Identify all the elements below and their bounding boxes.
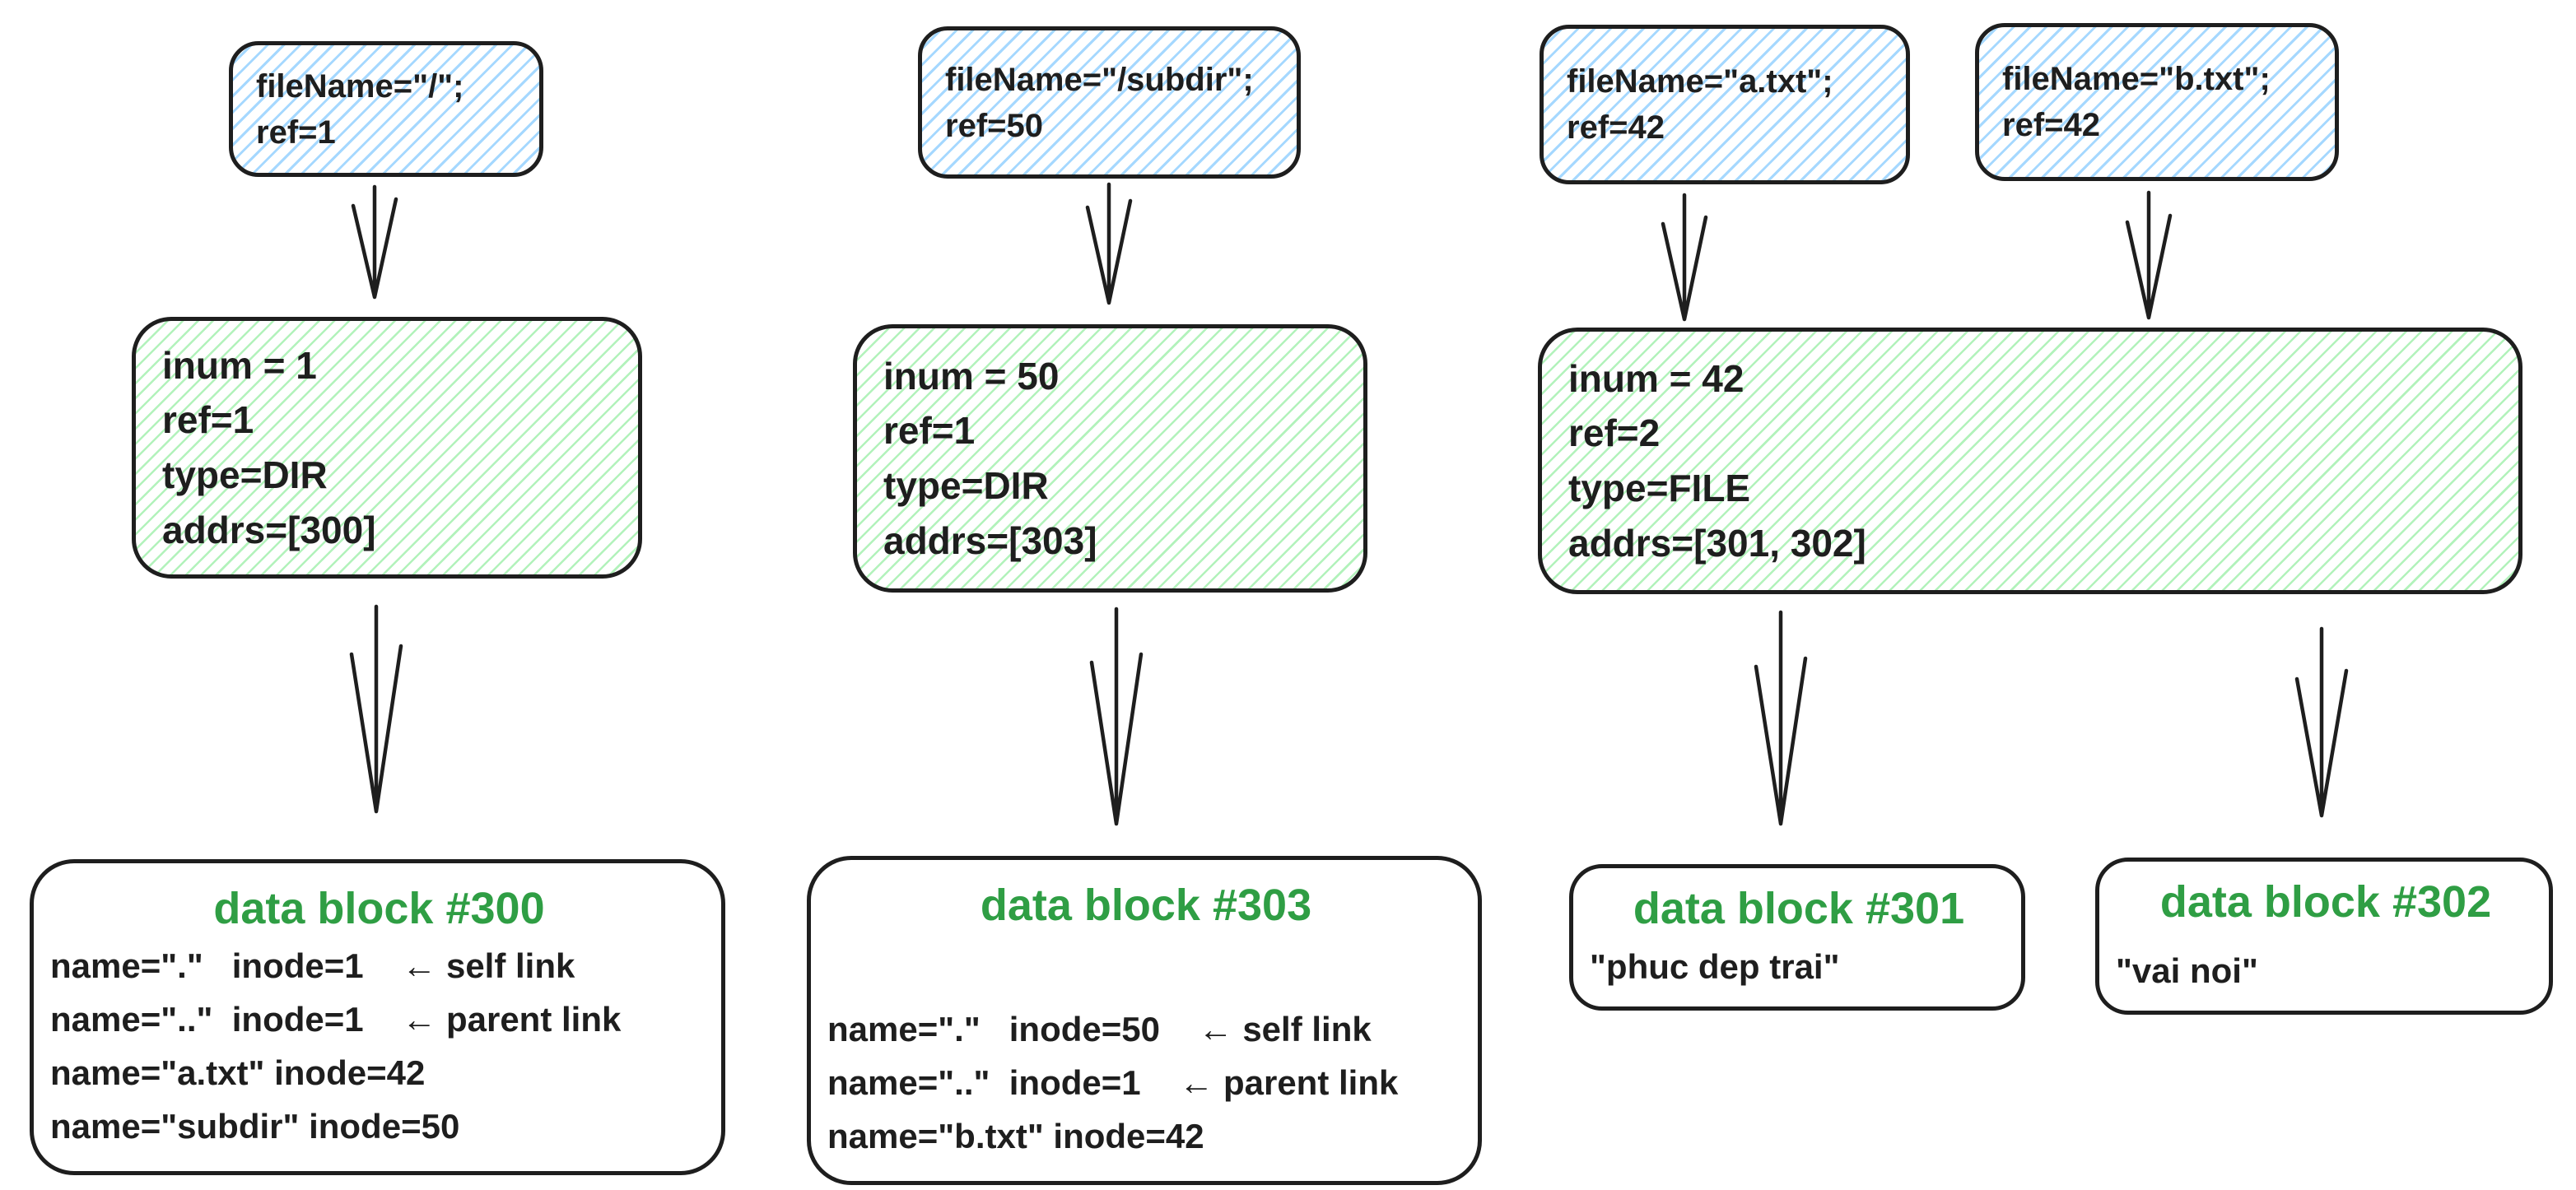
- file-descriptor-subdir-ref: ref=50: [945, 107, 1043, 144]
- file-descriptor-root-ref: ref=1: [256, 114, 336, 151]
- data-block-300-entry-self: name="." inode=1 ← self link: [50, 946, 575, 985]
- file-descriptor-box-subdir: fileName="/subdir"; ref=50: [918, 26, 1301, 179]
- data-block-302-file-content: "vai noi": [2116, 951, 2258, 990]
- file-descriptor-b-txt-name: fileName="b.txt";: [2002, 61, 2271, 97]
- file-descriptor-subdir-name: fileName="/subdir";: [945, 61, 1254, 98]
- file-descriptor-a-txt-ref: ref=42: [1567, 109, 1665, 146]
- data-block-303-entry-b-txt: name="b.txt" inode=42: [827, 1116, 1204, 1155]
- inode-50-inum: inum = 50: [883, 354, 1060, 397]
- inode-1-ref: ref=1: [162, 398, 254, 442]
- file-descriptor-box-root: fileName="/"; ref=1: [229, 41, 543, 177]
- connector-arrow-inode-1-to-block-300: [349, 604, 403, 814]
- inode-42-type: type=FILE: [1568, 467, 1751, 509]
- data-block-300-title: data block #300: [213, 884, 545, 933]
- data-block-box-303: data block #303 name="." inode=50 ← self…: [807, 856, 1482, 1185]
- connector-arrow-fd-root-to-inode-1: [351, 184, 398, 300]
- inode-1-inum: inum = 1: [162, 343, 317, 387]
- connector-arrow-inode-50-to-block-303: [1089, 607, 1144, 826]
- data-block-box-301: data block #301 "phuc dep trai": [1569, 864, 2025, 1011]
- inode-1-type: type=DIR: [162, 453, 328, 496]
- inode-box-42: inum = 42 ref=2 type=FILE addrs=[301, 30…: [1538, 328, 2522, 594]
- inode-42-inum: inum = 42: [1568, 356, 1745, 400]
- file-descriptor-root-name: fileName="/";: [256, 67, 464, 105]
- data-block-303-title: data block #303: [980, 881, 1312, 930]
- data-block-box-300: data block #300 name="." inode=1 ← self …: [30, 859, 725, 1175]
- data-block-303-entry-parent: name=".." inode=1 ← parent link: [827, 1062, 1399, 1102]
- data-block-box-302: data block #302 "vai noi": [2095, 858, 2553, 1015]
- inode-box-1: inum = 1 ref=1 type=DIR addrs=[300]: [132, 317, 642, 579]
- connector-arrow-inode-42-to-block-302: [2294, 626, 2349, 818]
- inode-50-addrs: addrs=[303]: [883, 518, 1097, 562]
- inode-42-addrs: addrs=[301, 302]: [1568, 521, 1866, 565]
- inode-50-type: type=DIR: [883, 464, 1049, 507]
- file-descriptor-box-b-txt: fileName="b.txt"; ref=42: [1975, 23, 2339, 181]
- data-block-302-content: "vai noi": [2116, 944, 2536, 997]
- data-block-303-entry-self: name="." inode=50 ← self link: [827, 1009, 1372, 1048]
- connector-arrow-fd-subdir-to-inode-50: [1085, 182, 1133, 305]
- data-block-302-title: data block #302: [2159, 877, 2492, 927]
- inode-50-ref: ref=1: [883, 409, 976, 453]
- data-block-300-entry-subdir: name="subdir" inode=50: [50, 1106, 460, 1146]
- data-block-300-entry-a-txt: name="a.txt" inode=42: [50, 1053, 426, 1092]
- file-descriptor-b-txt-ref: ref=42: [2002, 107, 2100, 143]
- inode-1-addrs: addrs=[300]: [162, 508, 376, 551]
- data-block-300-entry-parent: name=".." inode=1 ← parent link: [50, 999, 622, 1039]
- data-block-301-content: "phuc dep trai": [1590, 940, 2008, 993]
- connector-arrow-inode-42-to-block-301: [1754, 610, 1808, 826]
- file-descriptor-a-txt-name: fileName="a.txt";: [1567, 63, 1833, 100]
- data-block-300-entries: name="." inode=1 ← self link name=".." i…: [50, 939, 708, 1153]
- inode-42-ref: ref=2: [1568, 411, 1661, 455]
- inode-box-50: inum = 50 ref=1 type=DIR addrs=[303]: [853, 324, 1367, 593]
- file-descriptor-box-a-txt: fileName="a.txt"; ref=42: [1540, 25, 1910, 184]
- data-block-301-title: data block #301: [1633, 884, 1965, 933]
- data-block-301-file-content: "phuc dep trai": [1590, 946, 1840, 986]
- connector-arrow-fd-a-txt-to-inode-42: [1661, 193, 1708, 322]
- connector-arrow-fd-b-txt-to-inode-42: [2125, 190, 2173, 320]
- data-block-303-entries: name="." inode=50 ← self link name=".." …: [827, 1002, 1465, 1163]
